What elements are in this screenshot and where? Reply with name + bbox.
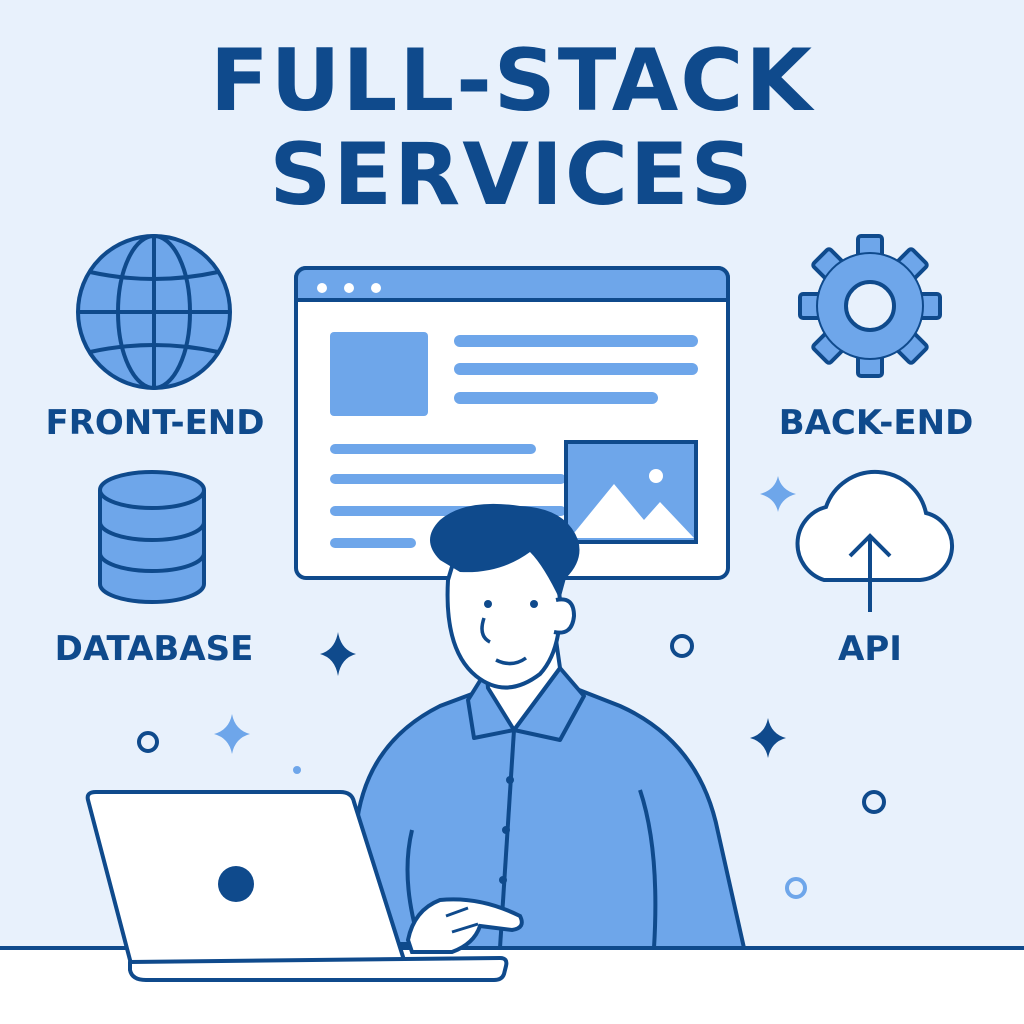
hand [405, 897, 524, 954]
text-line [454, 392, 658, 404]
browser-dot [317, 283, 327, 293]
hair [430, 503, 580, 600]
title-line-2: SERVICES [269, 125, 755, 225]
sparkle-icon [750, 718, 786, 758]
text-line [330, 474, 566, 484]
laptop-base [128, 956, 509, 982]
sparkle-icon [320, 632, 356, 676]
text-line [330, 444, 536, 454]
ring-icon [670, 634, 694, 658]
decorative-sparkles [137, 476, 886, 899]
laptop-logo [218, 866, 254, 902]
api-label: API [838, 629, 902, 669]
shirt [347, 686, 747, 950]
back-end-label: BACK-END [778, 403, 974, 443]
database-icon [98, 470, 206, 604]
person [347, 503, 747, 954]
browser-dot [371, 283, 381, 293]
ring-icon [137, 731, 159, 753]
cloud-upload-icon [795, 469, 954, 612]
sparkle-icon [760, 476, 796, 512]
browser-window [294, 266, 730, 580]
text-line [454, 363, 698, 375]
gear-icon [798, 234, 942, 378]
text-line [330, 538, 416, 548]
title-line-1: FULL-STACK [209, 31, 815, 131]
sparkle-icon [214, 714, 250, 754]
globe-icon [76, 234, 232, 390]
front-end-label: FRONT-END [45, 403, 265, 443]
ring-icon [862, 790, 886, 814]
dot-icon [293, 766, 301, 774]
content-block [330, 332, 428, 416]
laptop [85, 790, 509, 982]
image-placeholder-icon [564, 440, 698, 544]
browser-dot [344, 283, 354, 293]
text-line [454, 335, 698, 347]
database-label: DATABASE [54, 629, 254, 669]
ring-icon [785, 877, 807, 899]
